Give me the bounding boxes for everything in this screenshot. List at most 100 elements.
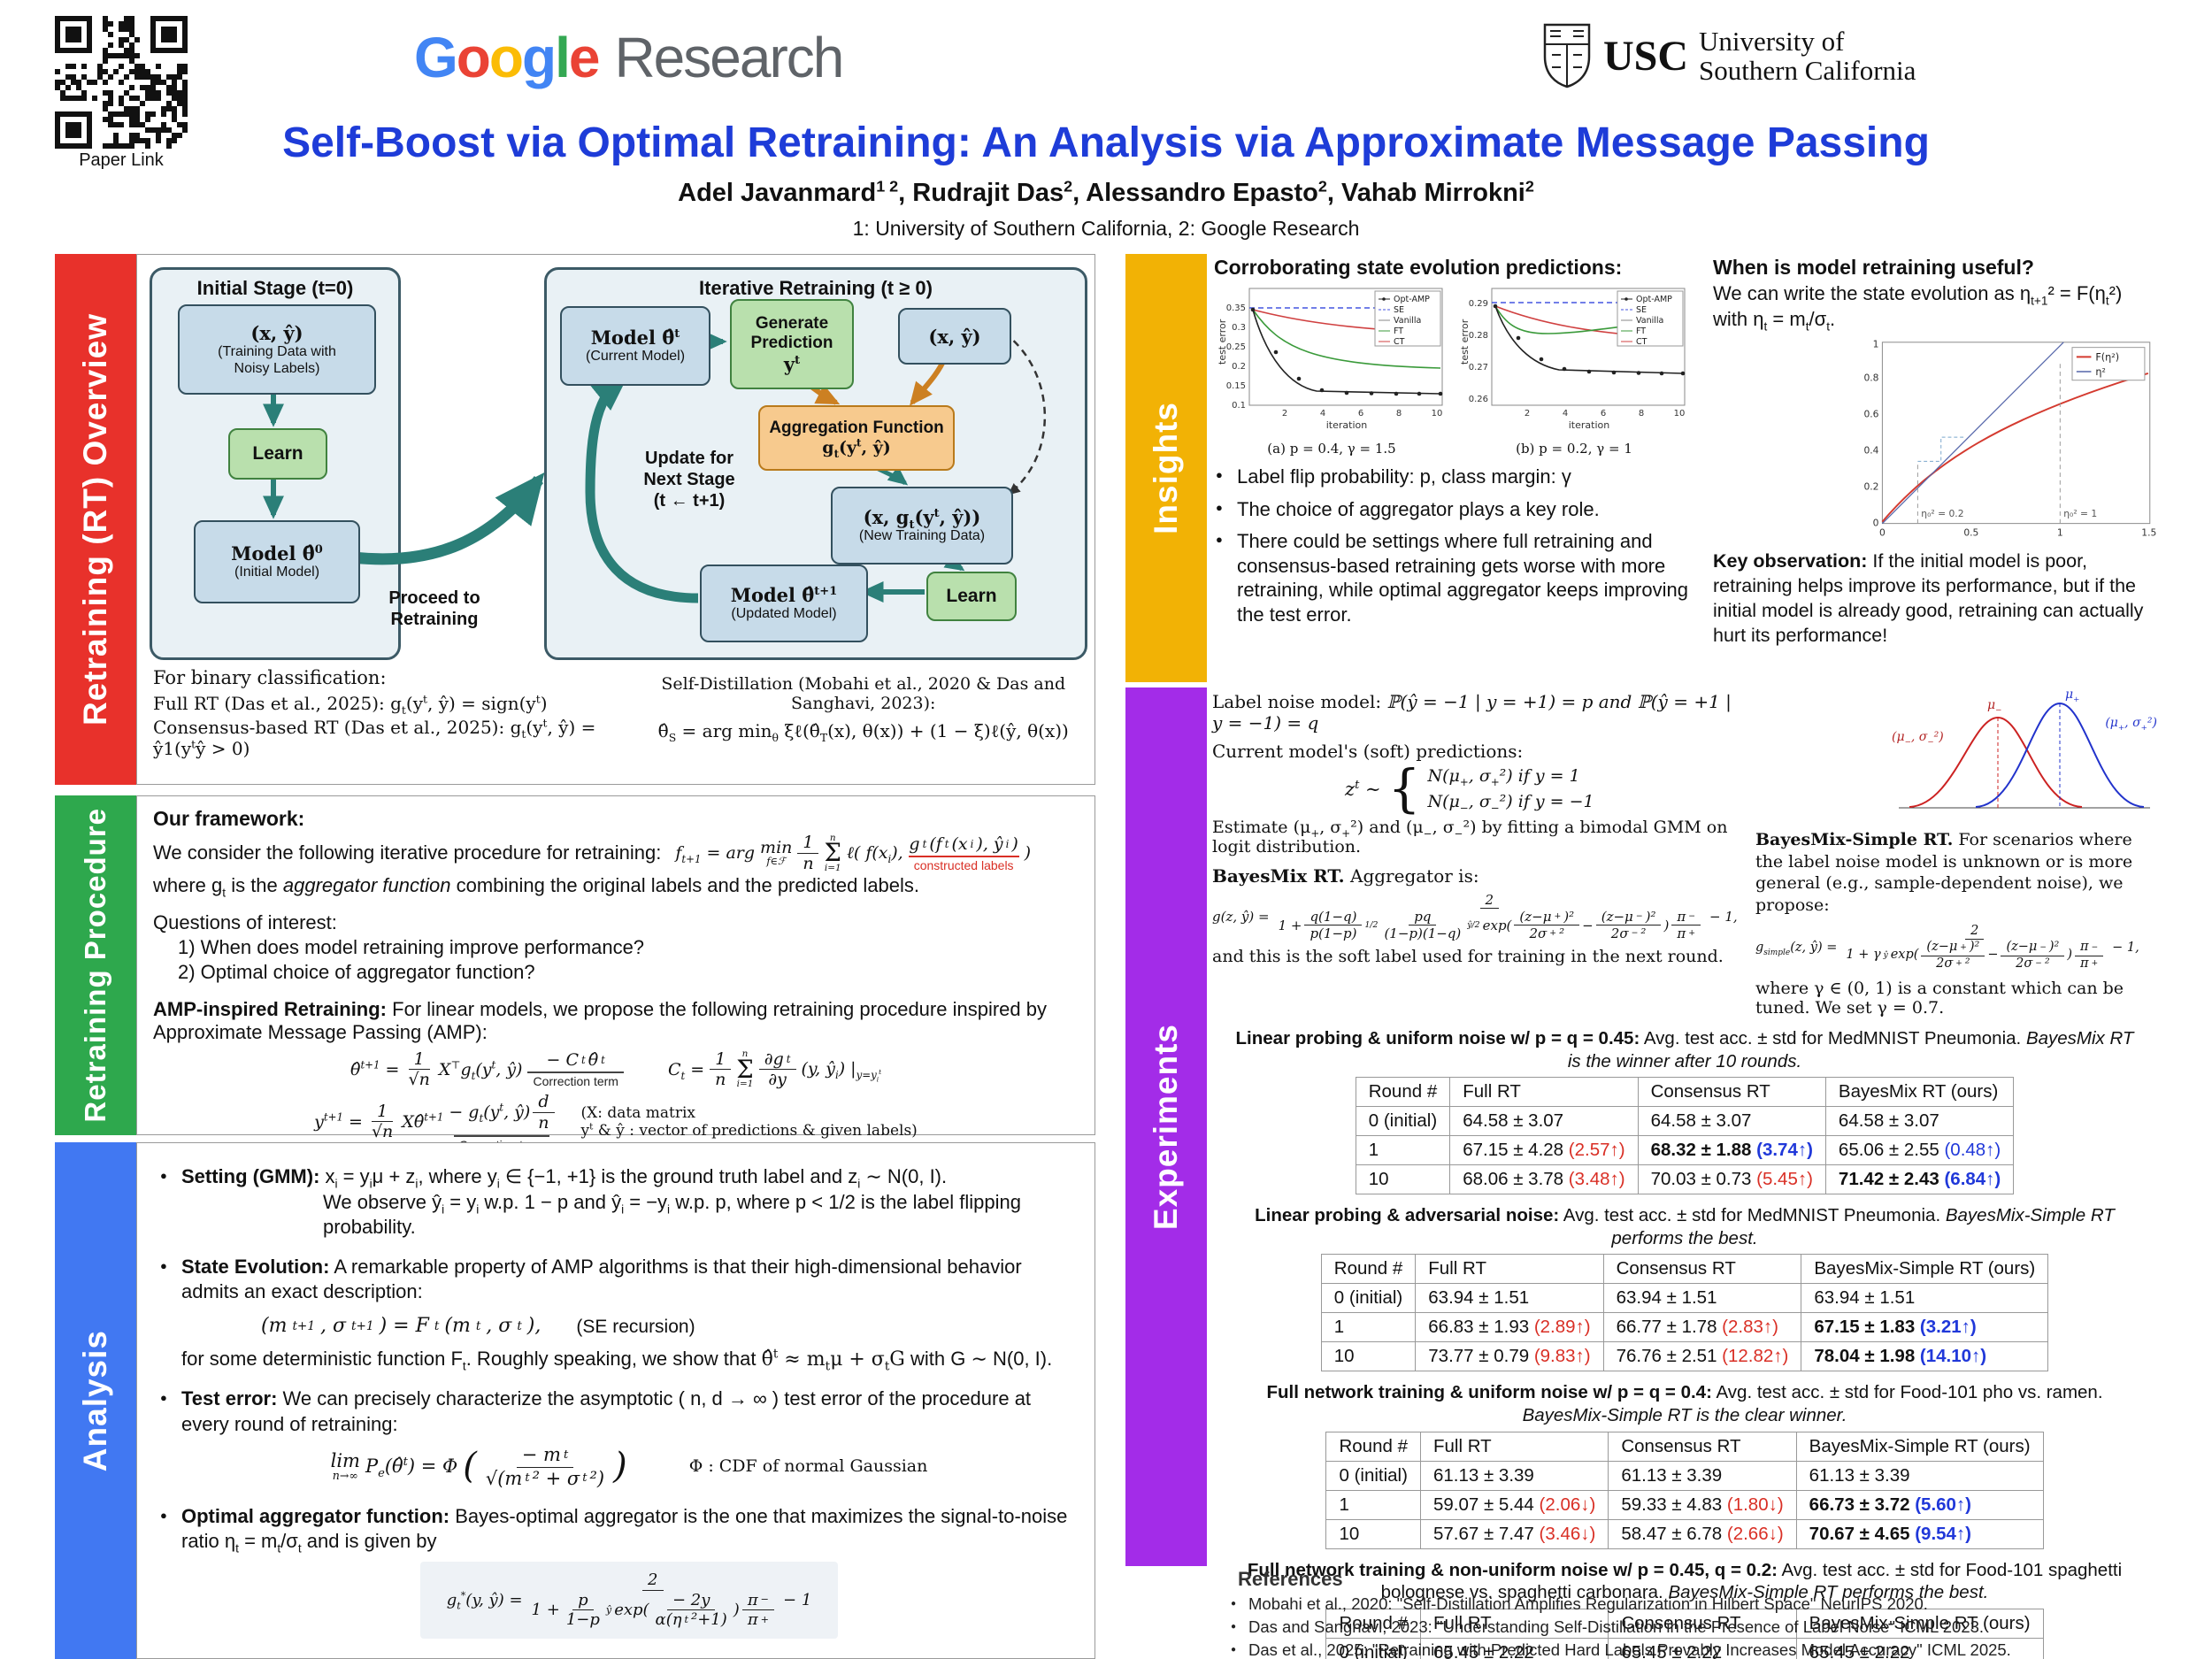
eq-part: pq(1−p)(1−q) [1384, 909, 1462, 941]
cases-equation: zt ∼ { N(μ+, σ+²) if y = 1 N(μ−, σ−²) if… [1345, 758, 1594, 819]
plot-a-caption: (a) p = 0.4, γ = 1.5 [1267, 441, 1396, 457]
google-letter: e [568, 26, 601, 89]
insights-section: Insights Corroborating state evolution p… [1125, 254, 2162, 682]
question-1: 1) When does model retraining improve pe… [178, 935, 645, 958]
svg-text:Vanilla: Vanilla [1636, 316, 1663, 326]
experiments-section: Experiments Label noise model: ℙ(ŷ = −1 … [1125, 687, 2162, 1659]
eq-part: ft+1 = arg [675, 843, 756, 866]
value-cell: 59.33 ± 4.83 (1.80↓) [1608, 1489, 1797, 1520]
value-cell: 71.42 ± 2.43 (6.84↑) [1824, 1164, 2015, 1195]
amp-side-note: (X: data matrix yt & ŷ : vector of predi… [580, 1103, 918, 1140]
svg-text:0.6: 0.6 [1863, 409, 1878, 420]
iterative-retraining-title: Iterative Retraining (t ≥ 0) [699, 277, 933, 299]
delta-value: (2.06↓) [1533, 1494, 1596, 1515]
eq-part: ℓ( f(xi), [846, 842, 903, 865]
delta-value: (0.48↑) [1939, 1140, 2001, 1161]
table-block-2: Linear probing & adversarial noise: Avg.… [1212, 1204, 2157, 1372]
soft-predictions-line: Current model's (soft) predictions: [1212, 741, 1524, 762]
table-header: Full RT [1415, 1254, 1604, 1285]
corroborating-heading: Corroborating state evolution prediction… [1214, 256, 1623, 279]
svg-text:8: 8 [1639, 409, 1644, 419]
updated-model-node: Model θ̂t+1 (Updated Model) [700, 565, 868, 642]
table-block-1: Linear probing & uniform noise w/ p = q … [1212, 1027, 2157, 1195]
round-cell: 10 [1325, 1518, 1421, 1549]
reference-item: Mobahi et al., 2020: "Self-Distillation … [1225, 1594, 2162, 1614]
table-header: Consensus RT [1637, 1077, 1826, 1108]
node-sublabel: (Current Model) [585, 349, 686, 365]
eq-part: − [1987, 948, 1999, 963]
se-plots: 0.35 0.3 0.25 0.2 0.15 0.1 2 4 6 [1214, 283, 1702, 457]
se-note: (SE recursion) [576, 1316, 695, 1337]
current-model-node: Model θ̂t (Current Model) [560, 306, 710, 386]
gmm-curves [1899, 702, 2150, 809]
node-label: yt [783, 352, 801, 375]
experiments-top: Label noise model: ℙ(ŷ = −1 | y = +1) = … [1212, 687, 2157, 1018]
consensus-rt-eq: Consensus-based RT (Das et al., 2025): g… [153, 716, 596, 759]
node-sublabel: (Training Data with [218, 344, 336, 360]
qr-caption: Paper Link [79, 150, 164, 170]
value-cell: 64.58 ± 3.07 [1824, 1106, 2015, 1137]
delta-value: (1.80↓) [1722, 1494, 1784, 1515]
value-cell: 78.04 ± 1.98 (14.10↑) [1801, 1341, 2049, 1372]
full-rt-eq: Full RT (Das et al., 2025): gt(yt, ŷ) = … [153, 692, 548, 717]
svg-text:0.2: 0.2 [1863, 481, 1878, 493]
state-evolution-plot: 0 0.5 1 1.5 0 0.2 0.4 0.6 0.8 1 η₀² = 0.… [1863, 339, 2156, 539]
insight-bullet: The choice of aggregator plays a key rol… [1214, 497, 1702, 522]
value-cell: 59.07 ± 5.44 (2.06↓) [1419, 1489, 1609, 1520]
value-cell: 61.13 ± 3.39 [1608, 1460, 1797, 1491]
svg-text:1.5: 1.5 [2141, 526, 2156, 538]
soft-label-note: and this is the soft label used for trai… [1212, 947, 1724, 966]
value-cell: 64.58 ± 3.07 [1449, 1106, 1639, 1137]
svg-text:10: 10 [1674, 409, 1686, 419]
value-cell: 63.94 ± 1.51 [1801, 1283, 2049, 1314]
test-error-bullet: Test error: We can precisely characteriz… [155, 1386, 1077, 1490]
eq-part [629, 1060, 663, 1079]
google-letter: g [521, 26, 557, 89]
svg-text:0.8: 0.8 [1863, 373, 1878, 384]
svg-text:0.4: 0.4 [1863, 445, 1878, 457]
se-plot-a: 0.35 0.3 0.25 0.2 0.15 0.1 2 4 6 [1217, 288, 1443, 431]
svg-text:CT: CT [1394, 337, 1405, 347]
svg-text:Vanilla: Vanilla [1394, 316, 1421, 326]
eq-part: ) [1663, 917, 1670, 933]
reference-item: Das and Sanghavi, 2023: "Understanding S… [1225, 1617, 2162, 1637]
usc-crest-icon [1543, 23, 1591, 88]
gmm-left-label: (μ−, σ−²) [1892, 730, 1944, 747]
table-header: Round # [1325, 1431, 1421, 1462]
state-evolution-bullet: State Evolution: A remarkable property o… [155, 1255, 1077, 1372]
procedure-section: Retraining Procedure Our framework: We c… [55, 795, 1095, 1152]
svg-text:0.26: 0.26 [1469, 395, 1488, 404]
eq-part: exp( [1890, 948, 1919, 963]
eq-part: ) [613, 1446, 627, 1487]
value-cell: 66.73 ± 3.72 (5.60↑) [1795, 1489, 2044, 1520]
eq-part: 1 + γ [1846, 948, 1881, 963]
svg-text:2: 2 [1525, 409, 1530, 419]
google-letter: o [488, 26, 524, 89]
insights-bullets: Label flip probability: p, class margin:… [1214, 465, 1702, 626]
value-cell: 73.77 ± 0.79 (9.83↑) [1415, 1341, 1604, 1372]
svg-text:6: 6 [1358, 409, 1363, 419]
delta-value: (3.74↑) [1751, 1140, 1813, 1161]
eq-part: (y, ŷi) |y=yit [801, 1059, 882, 1084]
delta-value: (3.48↑) [1563, 1169, 1625, 1190]
table-header: Consensus RT [1602, 1254, 1802, 1285]
node-label: Aggregation Function [769, 419, 944, 437]
framework-heading: Our framework: [153, 807, 305, 830]
round-cell: 1 [1355, 1135, 1451, 1166]
